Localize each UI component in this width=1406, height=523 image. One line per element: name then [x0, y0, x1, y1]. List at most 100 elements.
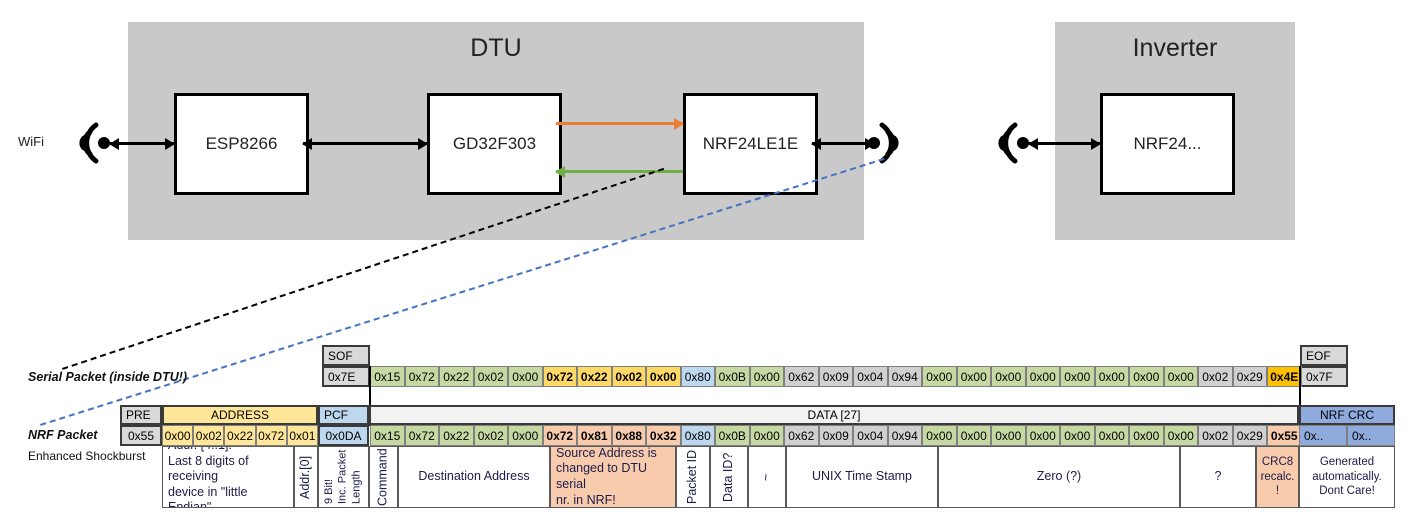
serial-eof-header: EOF	[1300, 345, 1348, 366]
arrow-nrf-to-gd32-rx	[556, 170, 683, 173]
desc-source: Source Address is changed to DTU serial …	[550, 446, 676, 508]
antenna-wifi-icon	[79, 122, 110, 164]
desc-zero: Zero (?)	[938, 446, 1180, 508]
desc-question: ?	[1180, 446, 1256, 508]
serial-eof-value: 0x7F	[1300, 366, 1348, 387]
nrf-crc-byte-1: 0x..	[1347, 425, 1395, 446]
nrf-byte-24: 0x02	[1198, 425, 1233, 446]
nrf-byte-9: 0x80	[680, 425, 715, 446]
desc-pcf: 9 Bit! Inc. Packet Length	[318, 446, 369, 508]
desc-destination: Destination Address	[398, 446, 550, 508]
chip-esp8266: ESP8266	[174, 93, 309, 195]
serial-byte-8: 0x00	[646, 366, 681, 387]
serial-byte-16: 0x00	[922, 366, 957, 387]
desc-data-id: Data ID?	[710, 446, 748, 508]
serial-byte-15: 0x94	[887, 366, 922, 387]
nrf-byte-8: 0x32	[646, 425, 681, 446]
nrf-address-header: ADDRESS	[162, 405, 318, 425]
nrf-byte-17: 0x00	[956, 425, 991, 446]
serial-byte-17: 0x00	[956, 366, 991, 387]
nrf-address-byte-4: 0x01	[286, 425, 318, 446]
serial-byte-26: 0x4E	[1267, 366, 1302, 387]
serial-byte-9: 0x80	[680, 366, 715, 387]
inverter-title: Inverter	[1132, 34, 1218, 62]
serial-byte-24: 0x02	[1198, 366, 1233, 387]
nrf-byte-2: 0x22	[439, 425, 474, 446]
nrf-byte-25: 0x29	[1232, 425, 1267, 446]
nrf-byte-10: 0x0B	[715, 425, 750, 446]
nrf-pcf-value: 0x0DA	[318, 425, 369, 446]
nrf-crc-header: NRF CRC	[1299, 405, 1395, 425]
nrf-pre-value: 0x55	[120, 425, 162, 446]
wifi-label: WiFi	[18, 134, 44, 149]
serial-byte-7: 0x02	[611, 366, 646, 387]
serial-byte-2: 0x22	[439, 366, 474, 387]
connector-eof	[1299, 366, 1301, 426]
nrf-byte-21: 0x00	[1094, 425, 1129, 446]
serial-byte-23: 0x00	[1163, 366, 1198, 387]
nrf-crc-byte-0: 0x..	[1299, 425, 1347, 446]
arrow-nrf-to-antenna	[812, 142, 874, 145]
nrf-byte-4: 0x00	[508, 425, 543, 446]
nrf-byte-3: 0x02	[473, 425, 508, 446]
nrf-byte-7: 0x88	[611, 425, 646, 446]
nrf-data-header: DATA [27]	[369, 405, 1299, 425]
nrf-byte-11: 0x00	[749, 425, 784, 446]
nrf-address-byte-2: 0x22	[224, 425, 256, 446]
desc-address: Addr. [4..1]: Last 8 digits of receiving…	[162, 446, 294, 508]
serial-byte-6: 0x22	[577, 366, 612, 387]
nrf-byte-5: 0x72	[542, 425, 577, 446]
serial-byte-5: 0x72	[542, 366, 577, 387]
arrow-gd32-to-nrf-tx	[556, 122, 683, 125]
nrf-address-byte-0: 0x00	[162, 425, 194, 446]
nrf-byte-0: 0x15	[370, 425, 405, 446]
arrow-wifi-to-esp	[110, 142, 174, 145]
arrow-esp-to-gd32	[303, 142, 427, 145]
nrf-address-byte-1: 0x02	[193, 425, 225, 446]
desc-tilde: ~	[748, 446, 786, 508]
nrf-byte-20: 0x00	[1060, 425, 1095, 446]
serial-byte-20: 0x00	[1060, 366, 1095, 387]
nrf-byte-23: 0x00	[1163, 425, 1198, 446]
nrf-byte-1: 0x72	[404, 425, 439, 446]
serial-byte-12: 0x62	[784, 366, 819, 387]
inverter-enclosure: Inverter	[1055, 22, 1295, 240]
serial-byte-22: 0x00	[1129, 366, 1164, 387]
arrow-antenna-to-nrf24	[1029, 142, 1100, 145]
desc-crc8: CRC8 recalc. !	[1256, 446, 1299, 508]
serial-byte-18: 0x00	[991, 366, 1026, 387]
serial-byte-0: 0x15	[370, 366, 405, 387]
serial-byte-25: 0x29	[1232, 366, 1267, 387]
serial-byte-3: 0x02	[473, 366, 508, 387]
nrf-byte-22: 0x00	[1129, 425, 1164, 446]
chip-nrf24le1e: NRF24LE1E	[683, 93, 818, 195]
serial-byte-21: 0x00	[1094, 366, 1129, 387]
nrf-pre-header: PRE	[120, 405, 162, 425]
serial-byte-1: 0x72	[404, 366, 439, 387]
nrf-byte-18: 0x00	[991, 425, 1026, 446]
serial-packet-label: Serial Packet (inside DTU!)	[28, 370, 188, 384]
nrf-byte-13: 0x09	[818, 425, 853, 446]
desc-command: Command	[369, 446, 398, 508]
serial-byte-11: 0x00	[749, 366, 784, 387]
nrf-address-byte-3: 0x72	[255, 425, 287, 446]
nrf-byte-12: 0x62	[784, 425, 819, 446]
nrf-byte-6: 0x81	[577, 425, 612, 446]
nrf-byte-14: 0x04	[853, 425, 888, 446]
serial-byte-19: 0x00	[1025, 366, 1060, 387]
desc-timestamp: UNIX Time Stamp	[786, 446, 938, 508]
desc-packet-id: Packet ID	[676, 446, 710, 508]
nrf-byte-16: 0x00	[922, 425, 957, 446]
antenna-dtu-rf-icon	[868, 122, 899, 164]
chip-gd32f303: GD32F303	[427, 93, 562, 195]
chip-nrf24: NRF24...	[1100, 93, 1235, 195]
serial-sof-header: SOF	[322, 345, 370, 366]
desc-addr0: Addr.[0]	[294, 446, 318, 508]
nrf-byte-15: 0x94	[887, 425, 922, 446]
dtu-title: DTU	[470, 34, 522, 62]
serial-sof-value: 0x7E	[322, 366, 370, 387]
nrf-byte-19: 0x00	[1025, 425, 1060, 446]
nrf-packet-label: NRF Packet	[28, 428, 98, 442]
antenna-inverter-rf-icon	[998, 122, 1029, 164]
serial-byte-14: 0x04	[853, 366, 888, 387]
